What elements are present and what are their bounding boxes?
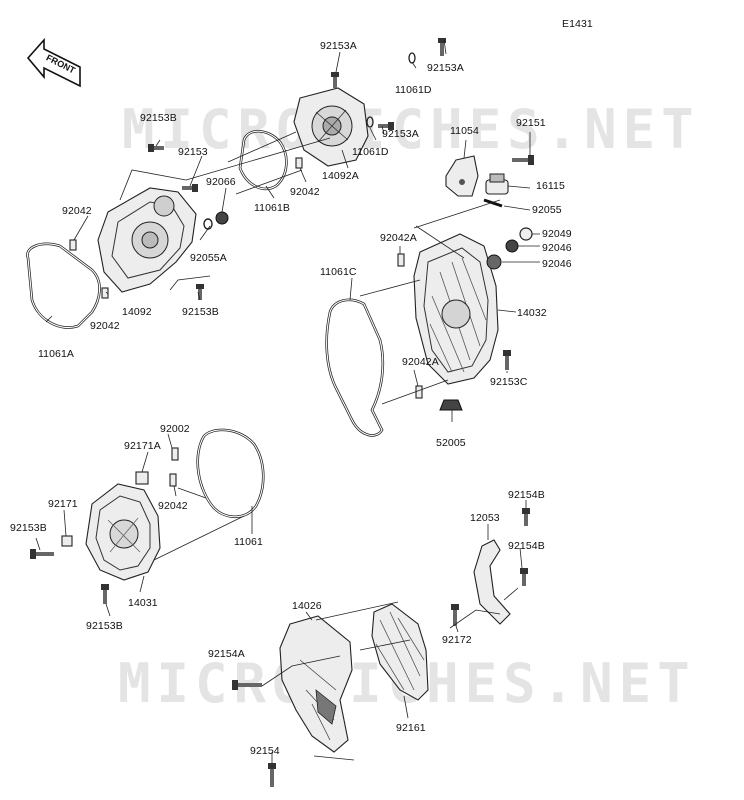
part-label[interactable]: 92042 [90, 320, 120, 332]
part-label[interactable]: 92002 [160, 423, 190, 435]
seal-92046-2 [486, 254, 502, 270]
clutch-cover-14032 [413, 233, 499, 385]
bolt-92154b-2 [520, 568, 528, 586]
bolt-92153a-2 [438, 38, 446, 56]
bolt-92153a-1 [331, 72, 339, 88]
guide-12053 [473, 539, 511, 625]
part-label[interactable]: 14026 [292, 600, 322, 612]
bolt-92153a-3 [378, 122, 394, 130]
watermark-top: MICROFICHES.NET [122, 98, 700, 161]
part-label[interactable]: 12053 [470, 512, 500, 524]
washer-11061d-2 [366, 116, 374, 128]
part-label[interactable]: 92055A [190, 252, 227, 264]
part-label[interactable]: 11061D [395, 84, 432, 96]
part-label[interactable]: 52005 [436, 437, 466, 449]
clamp-92171 [61, 535, 73, 547]
part-label[interactable]: 11061D [352, 146, 389, 158]
part-label[interactable]: 92154A [208, 648, 245, 660]
bolt-92153b-4 [101, 584, 109, 604]
part-label[interactable]: 92161 [396, 722, 426, 734]
part-label[interactable]: 11061A [38, 348, 75, 360]
part-label[interactable]: 92042A [402, 356, 439, 368]
part-label[interactable]: 14092 [122, 306, 152, 318]
bolt-92154b-1 [522, 508, 530, 526]
part-label[interactable]: 92153B [86, 620, 123, 632]
part-label[interactable]: 92042A [380, 232, 417, 244]
seal-92046-1 [505, 239, 519, 253]
oring-92055 [483, 198, 503, 208]
dowel-pin-92042a-1 [397, 253, 405, 267]
plug-92066 [215, 211, 229, 225]
part-label[interactable]: 14031 [128, 597, 158, 609]
part-label[interactable]: 92046 [542, 258, 572, 270]
part-label[interactable]: 11054 [450, 125, 479, 137]
part-label[interactable]: 92154B [508, 540, 545, 552]
part-label[interactable]: 92154 [250, 745, 280, 757]
part-label[interactable]: 11061 [234, 536, 263, 548]
part-label[interactable]: 11061C [320, 266, 357, 278]
bolt-92153 [182, 184, 198, 192]
bracket-11054 [445, 155, 479, 197]
part-label[interactable]: 92046 [542, 242, 572, 254]
dowel-pin-92042-1 [69, 239, 77, 251]
part-label[interactable]: 92153C [490, 376, 528, 388]
oring-92055a [203, 218, 213, 230]
bolt-92153c [503, 350, 511, 370]
bolt-92153b-1 [148, 144, 164, 152]
washer-92049 [519, 227, 533, 241]
part-label[interactable]: 92153B [10, 522, 47, 534]
part-label[interactable]: 92151 [516, 117, 546, 129]
part-label[interactable]: 92055 [532, 204, 562, 216]
dowel-pin-92042-2 [295, 157, 303, 169]
bolt-92153b-2 [196, 284, 204, 300]
clamp-92171a [135, 471, 149, 485]
part-label[interactable]: 92153A [382, 128, 419, 140]
bolt-92153b-3 [30, 549, 54, 559]
dowel-pin-92042-3 [101, 287, 109, 299]
cover-14092 [97, 187, 197, 293]
part-label[interactable]: 92154B [508, 489, 545, 501]
washer-11061d-1 [408, 52, 416, 64]
oil-filler-cap-16115 [485, 173, 509, 195]
part-label[interactable]: 16115 [536, 180, 565, 192]
bolt-92151 [512, 155, 534, 165]
sprocket-cover-14026 [279, 615, 353, 753]
dowel-pin-92042-4 [169, 473, 177, 487]
generator-cover-14031 [85, 483, 161, 581]
part-label[interactable]: 92042 [158, 500, 188, 512]
part-label[interactable]: 92049 [542, 228, 572, 240]
part-label[interactable]: 92153A [320, 40, 357, 52]
diagram-code: E1431 [562, 18, 593, 30]
part-label[interactable]: 92172 [442, 634, 472, 646]
bolt-92154a [232, 680, 262, 690]
front-arrow-icon: FRONT [26, 37, 81, 88]
dowel-pin-92002 [171, 447, 179, 461]
bolt-92154 [268, 763, 276, 787]
chain-guide-92161 [371, 603, 429, 701]
part-label[interactable]: 92171 [48, 498, 78, 510]
part-label[interactable]: 92153B [182, 306, 219, 318]
part-label[interactable]: 92042 [290, 186, 320, 198]
part-label[interactable]: 92042 [62, 205, 92, 217]
part-label[interactable]: 14092A [322, 170, 359, 182]
gauge-52005 [439, 399, 463, 411]
part-label[interactable]: 92153A [427, 62, 464, 74]
cover-14092a [293, 87, 369, 167]
part-label[interactable]: 14032 [517, 307, 547, 319]
part-label[interactable]: 92153B [140, 112, 177, 124]
part-label[interactable]: 92066 [206, 176, 236, 188]
part-label[interactable]: 92153 [178, 146, 208, 158]
bolt-92172 [451, 604, 459, 626]
part-label[interactable]: 92171A [124, 440, 161, 452]
dowel-pin-92042a-2 [415, 385, 423, 399]
part-label[interactable]: 11061B [254, 202, 291, 214]
